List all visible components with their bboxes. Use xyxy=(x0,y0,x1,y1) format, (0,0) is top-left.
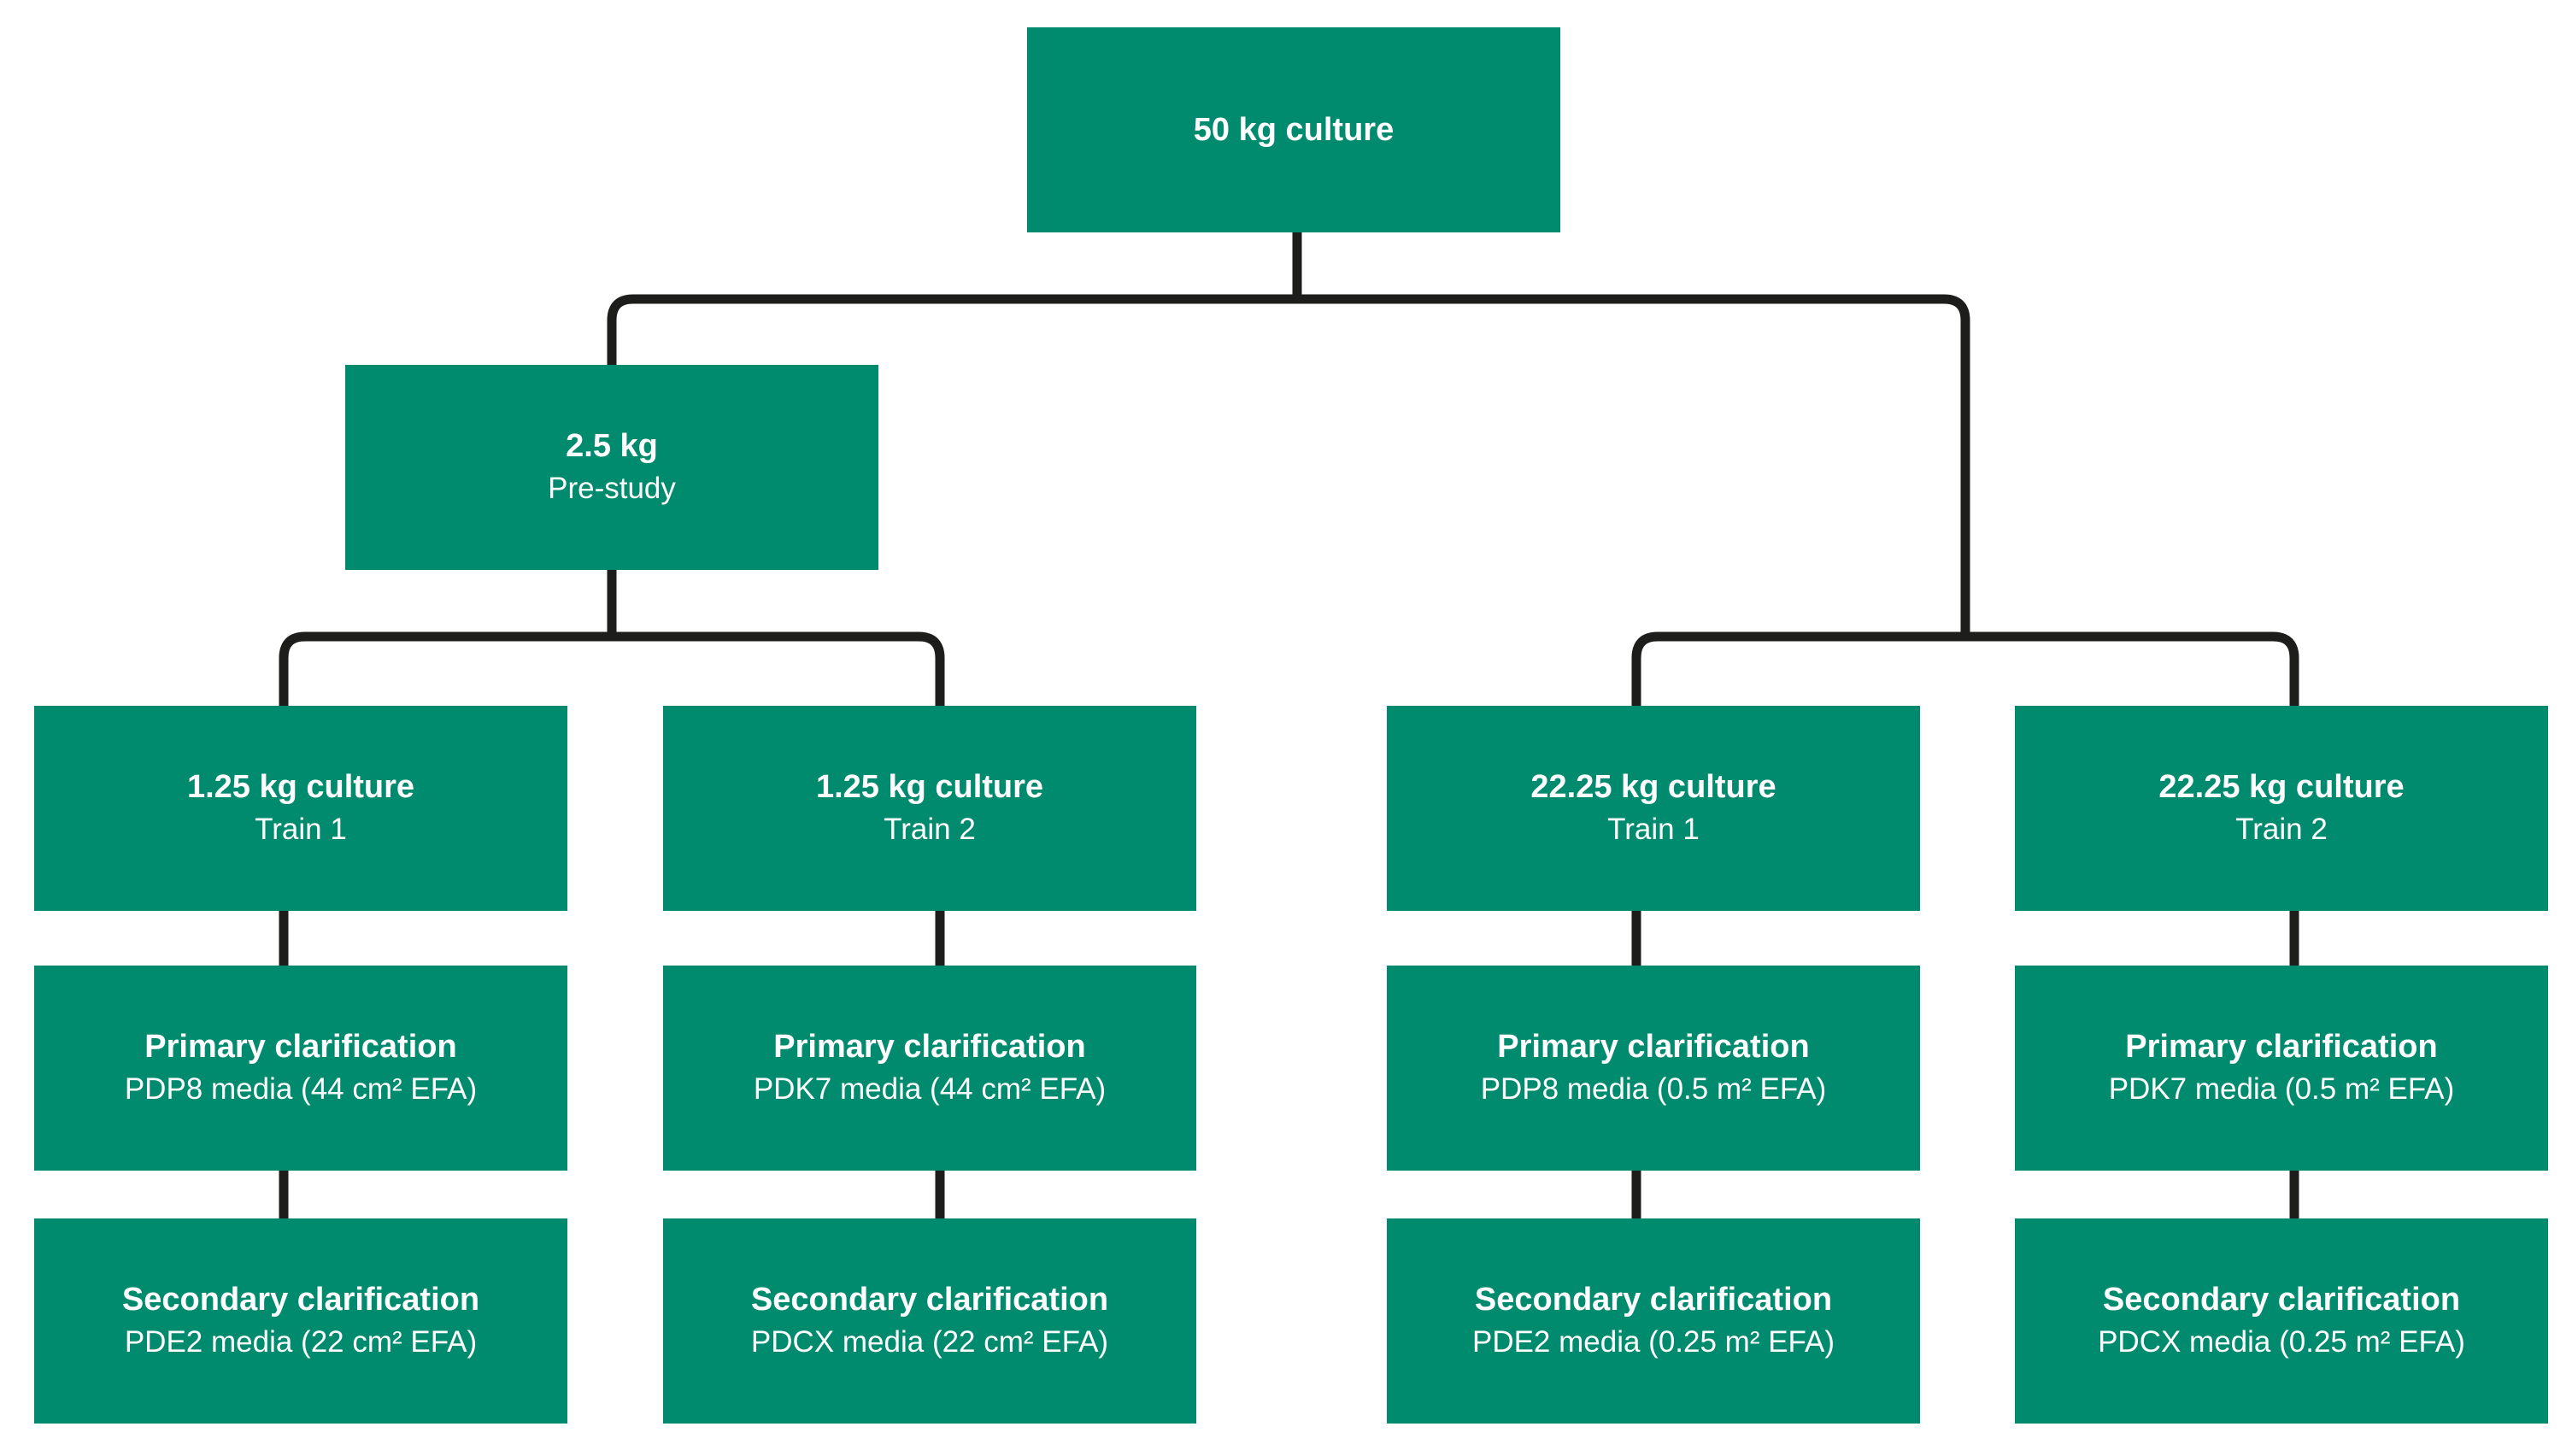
prestudy-subtitle: Pre-study xyxy=(548,472,676,505)
train4-secondary-title: Secondary clarification xyxy=(2102,1282,2461,1318)
train3-secondary-title: Secondary clarification xyxy=(1474,1282,1833,1318)
train2-culture-subtitle: Train 2 xyxy=(884,813,976,846)
train2-culture-box: 1.25 kg culture Train 2 xyxy=(663,706,1196,911)
train3-culture-box: 22.25 kg culture Train 1 xyxy=(1387,706,1920,911)
train1-culture-title: 1.25 kg culture xyxy=(186,769,415,805)
train4-culture-subtitle: Train 2 xyxy=(2235,813,2328,846)
train3-primary-subtitle: PDP8 media (0.5 m² EFA) xyxy=(1480,1072,1827,1106)
train1-primary-subtitle: PDP8 media (44 cm² EFA) xyxy=(124,1072,478,1106)
train4-culture-title: 22.25 kg culture xyxy=(2158,769,2405,805)
train4-primary-title: Primary clarification xyxy=(2125,1029,2438,1065)
train1-culture-subtitle: Train 1 xyxy=(255,813,347,846)
root-culture-title: 50 kg culture xyxy=(1193,112,1395,148)
train1-primary-title: Primary clarification xyxy=(144,1029,457,1065)
train4-culture-box: 22.25 kg culture Train 2 xyxy=(2015,706,2548,911)
connector-root-branch xyxy=(607,294,1970,637)
train2-secondary-subtitle: PDCX media (22 cm² EFA) xyxy=(750,1325,1109,1359)
train1-secondary-title: Secondary clarification xyxy=(121,1282,480,1318)
train1-secondary-subtitle: PDE2 media (22 cm² EFA) xyxy=(124,1325,478,1359)
train3-secondary-subtitle: PDE2 media (0.25 m² EFA) xyxy=(1471,1325,1835,1359)
prestudy-title: 2.5 kg xyxy=(566,428,658,464)
train4-secondary-subtitle: PDCX media (0.25 m² EFA) xyxy=(2098,1325,2465,1359)
root-culture-box: 50 kg culture xyxy=(1027,27,1560,232)
train2-secondary-title: Secondary clarification xyxy=(750,1282,1109,1318)
train2-secondary-box: Secondary clarification PDCX media (22 c… xyxy=(663,1218,1196,1424)
connector-right-branch xyxy=(1631,631,2299,706)
train3-secondary-box: Secondary clarification PDE2 media (0.25… xyxy=(1387,1218,1920,1424)
train4-secondary-box: Secondary clarification PDCX media (0.25… xyxy=(2015,1218,2548,1424)
train2-primary-subtitle: PDK7 media (44 cm² EFA) xyxy=(753,1072,1107,1106)
train2-culture-title: 1.25 kg culture xyxy=(815,769,1044,805)
train4-primary-box: Primary clarification PDK7 media (0.5 m²… xyxy=(2015,966,2548,1171)
connector-prestudy-branch xyxy=(279,631,945,706)
prestudy-box: 2.5 kg Pre-study xyxy=(345,365,878,570)
train2-primary-box: Primary clarification PDK7 media (44 cm²… xyxy=(663,966,1196,1171)
train3-primary-box: Primary clarification PDP8 media (0.5 m²… xyxy=(1387,966,1920,1171)
train1-primary-box: Primary clarification PDP8 media (44 cm²… xyxy=(34,966,567,1171)
train1-culture-box: 1.25 kg culture Train 1 xyxy=(34,706,567,911)
train3-culture-title: 22.25 kg culture xyxy=(1530,769,1776,805)
train4-primary-subtitle: PDK7 media (0.5 m² EFA) xyxy=(2108,1072,2455,1106)
train1-secondary-box: Secondary clarification PDE2 media (22 c… xyxy=(34,1218,567,1424)
train3-primary-title: Primary clarification xyxy=(1497,1029,1810,1065)
train3-culture-subtitle: Train 1 xyxy=(1607,813,1700,846)
train2-primary-title: Primary clarification xyxy=(773,1029,1086,1065)
